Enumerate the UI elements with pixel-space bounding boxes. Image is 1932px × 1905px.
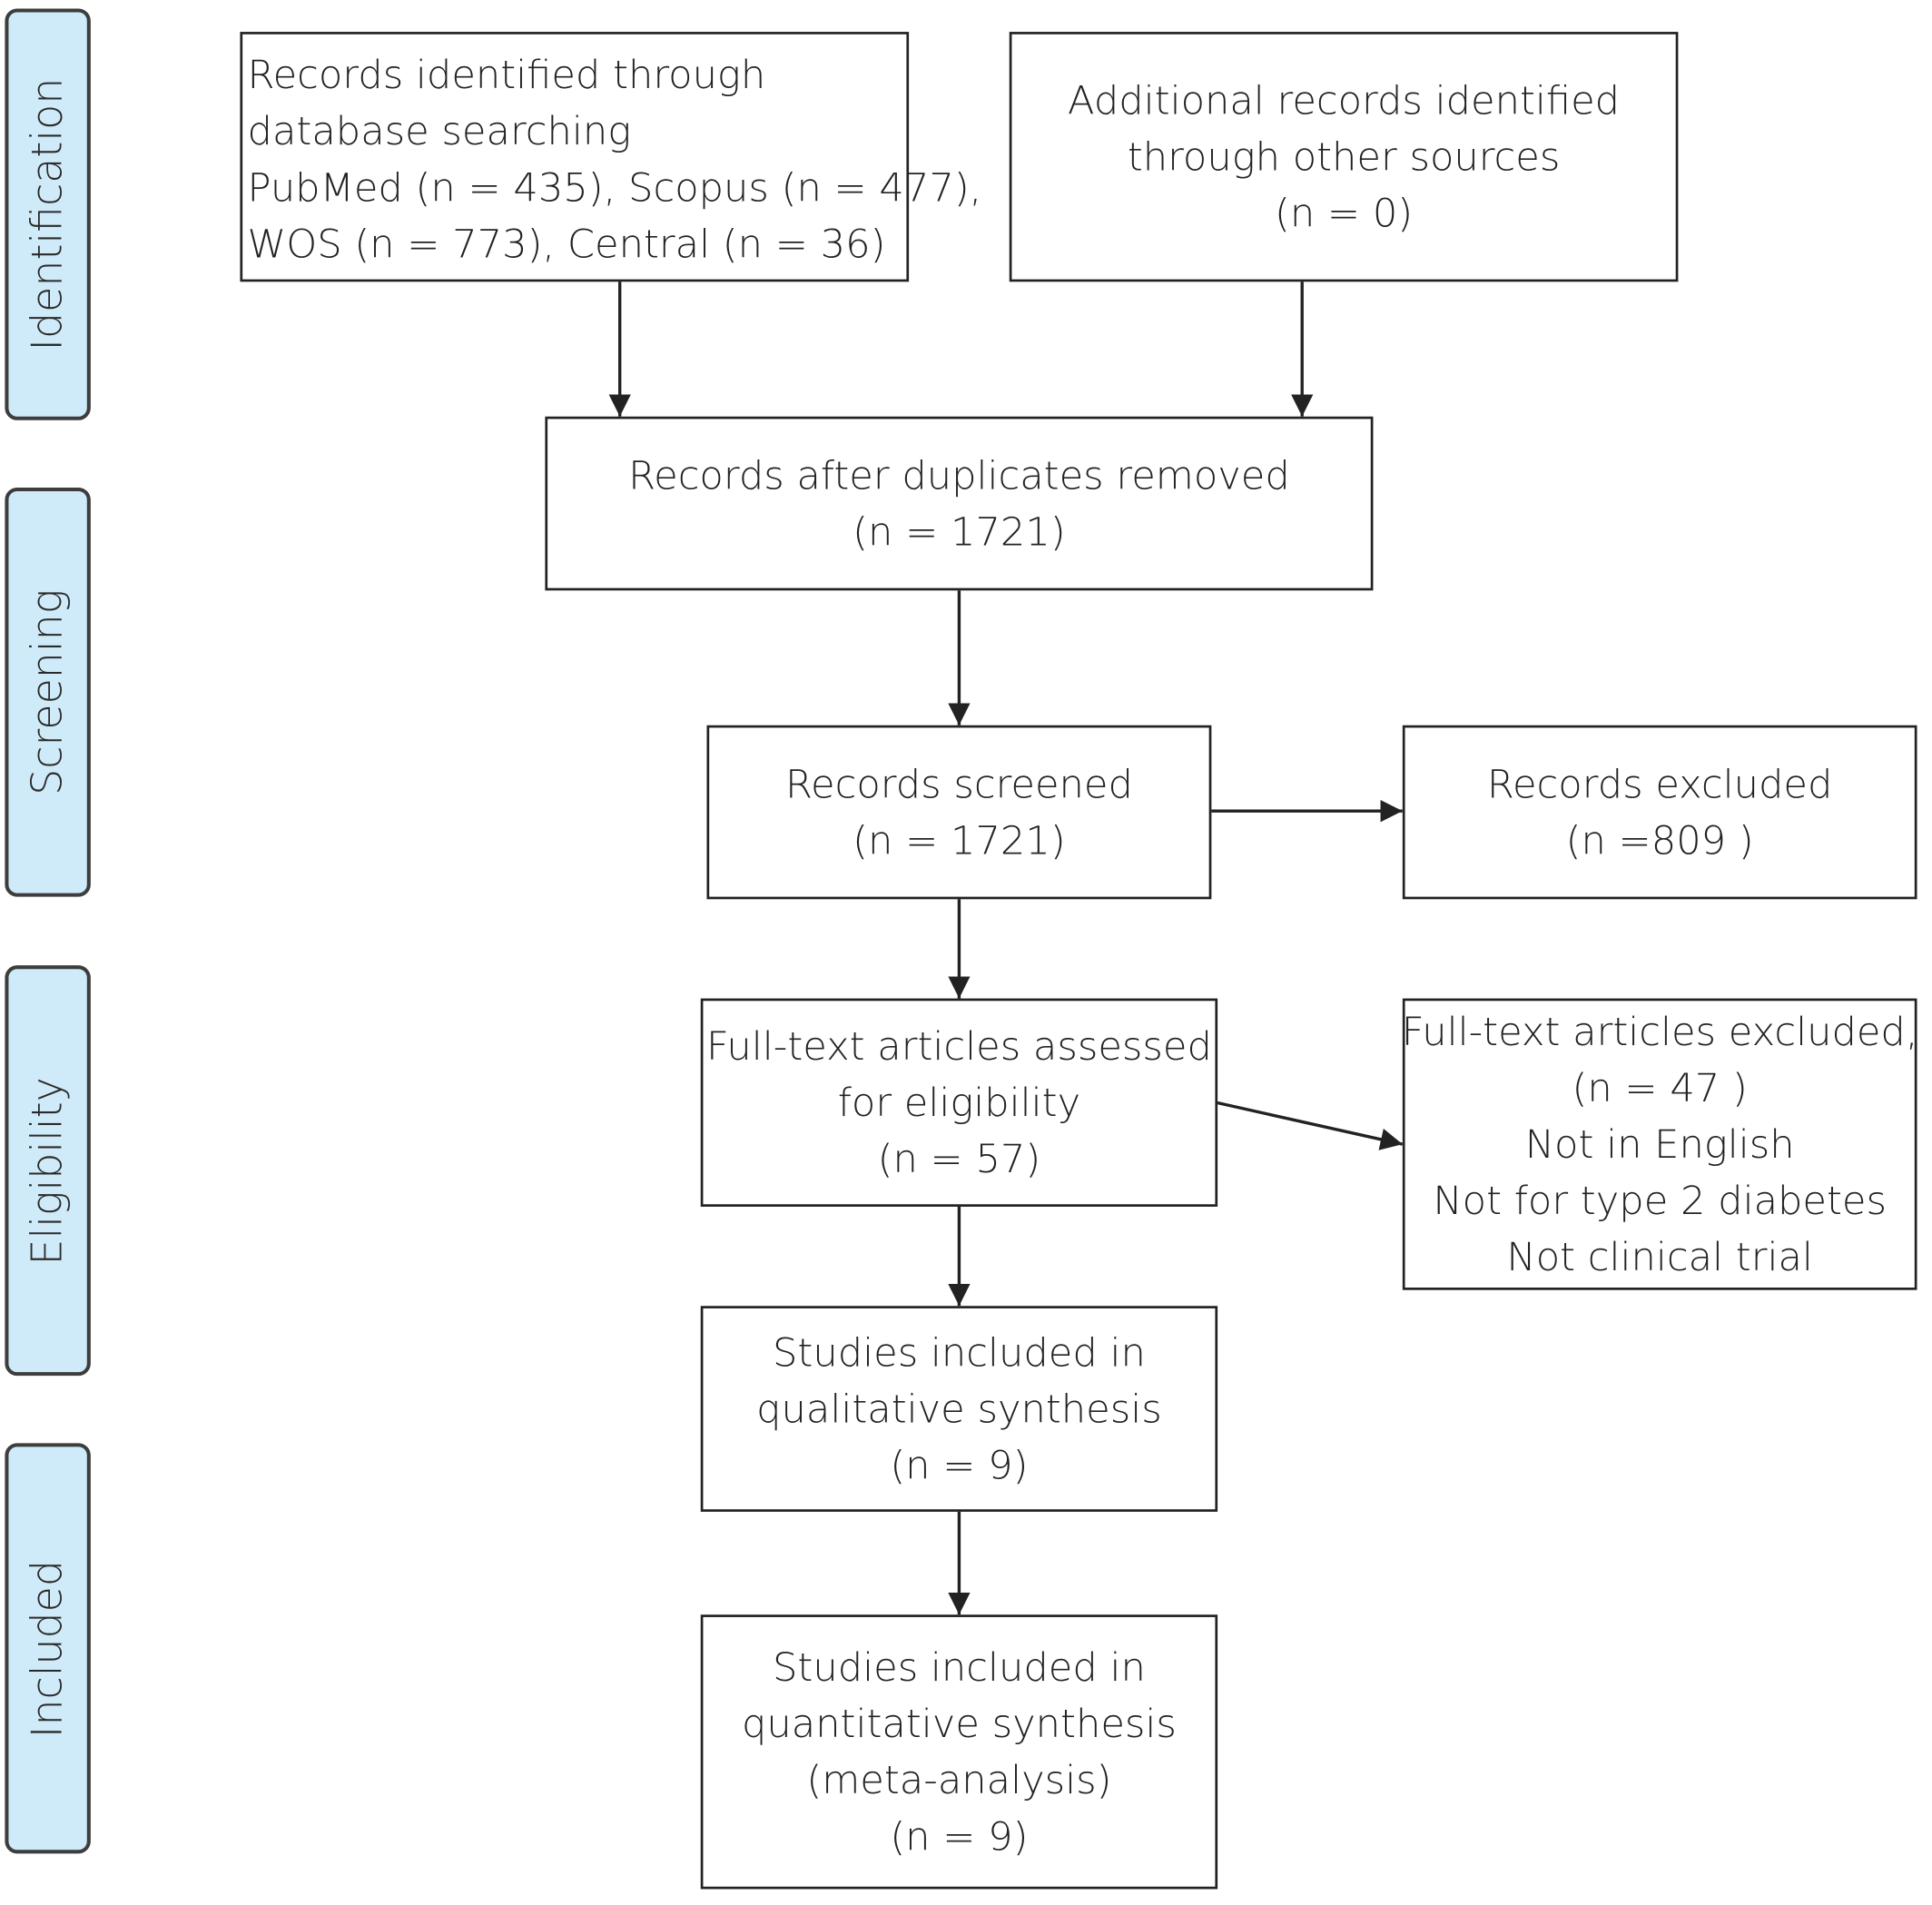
duplicates-line2: (n = 1721): [853, 508, 1066, 556]
database-line1: Records identified through: [247, 51, 766, 98]
excluded-line1: Records excluded: [1486, 760, 1833, 808]
screened-line1: Records screened: [784, 760, 1133, 808]
box-qualitative-synthesis: Studies included in qualitative synthesi…: [700, 1306, 1218, 1512]
excluded-line2: (n =809 ): [1565, 816, 1754, 864]
phase-identification: Identification: [5, 8, 91, 420]
phase-screening: Screening: [5, 487, 91, 897]
quantitative-line2: quantitative synthesis: [741, 1700, 1177, 1747]
fulltext-excluded-line1: Full-text articles excluded,: [1401, 1008, 1918, 1055]
qualitative-line2: qualitative synthesis: [756, 1385, 1162, 1433]
screened-line2: (n = 1721): [853, 816, 1066, 864]
box-other-sources: Additional records identified through ot…: [1009, 32, 1679, 282]
fulltext-excluded-line5: Not clinical trial: [1506, 1233, 1813, 1280]
qualitative-line1: Studies included in: [773, 1328, 1146, 1377]
other-sources-line1: Additional records identified: [1068, 76, 1621, 124]
box-database-search: Records identified through database sear…: [240, 32, 981, 282]
box-records-excluded: Records excluded (n =809 ): [1402, 725, 1917, 900]
box-fulltext-assessed: Full-text articles assessed for eligibil…: [700, 998, 1218, 1207]
qualitative-line3: (n = 9): [890, 1442, 1029, 1489]
fulltext-assessed-line3: (n = 57): [877, 1135, 1041, 1182]
duplicates-line1: Records after duplicates removed: [628, 451, 1290, 499]
box-records-screened: Records screened (n = 1721): [706, 725, 1212, 900]
fulltext-excluded-line3: Not in English: [1524, 1120, 1795, 1168]
quantitative-line4: (n = 9): [890, 1812, 1029, 1861]
other-sources-line2: through other sources: [1127, 133, 1561, 181]
box-fulltext-excluded: Full-text articles excluded, (n = 47 ) N…: [1401, 998, 1918, 1290]
fulltext-excluded-line4: Not for type 2 diabetes: [1433, 1177, 1887, 1224]
database-line4: WOS (n = 773), Central (n = 36): [247, 220, 886, 268]
database-line2: database searching: [247, 107, 632, 154]
phase-included: Included: [5, 1443, 91, 1854]
box-duplicates-removed: Records after duplicates removed (n = 17…: [545, 416, 1374, 591]
other-sources-line3: (n = 0): [1274, 190, 1414, 237]
quantitative-line3: (meta-analysis): [806, 1756, 1112, 1804]
box-quantitative-synthesis: Studies included in quantitative synthes…: [700, 1614, 1218, 1890]
database-line3: PubMed (n = 435), Scopus (n = 477),: [247, 163, 982, 212]
quantitative-line1: Studies included in: [773, 1643, 1146, 1691]
arrow-fulltext-to-fulltext-excluded: [1216, 1101, 1404, 1150]
fulltext-assessed-line1: Full-text articles assessed: [705, 1022, 1212, 1070]
fulltext-assessed-line2: for eligibility: [837, 1079, 1081, 1126]
fulltext-excluded-line2: (n = 47 ): [1572, 1064, 1748, 1111]
phase-eligibility: Eligibility: [5, 965, 91, 1377]
